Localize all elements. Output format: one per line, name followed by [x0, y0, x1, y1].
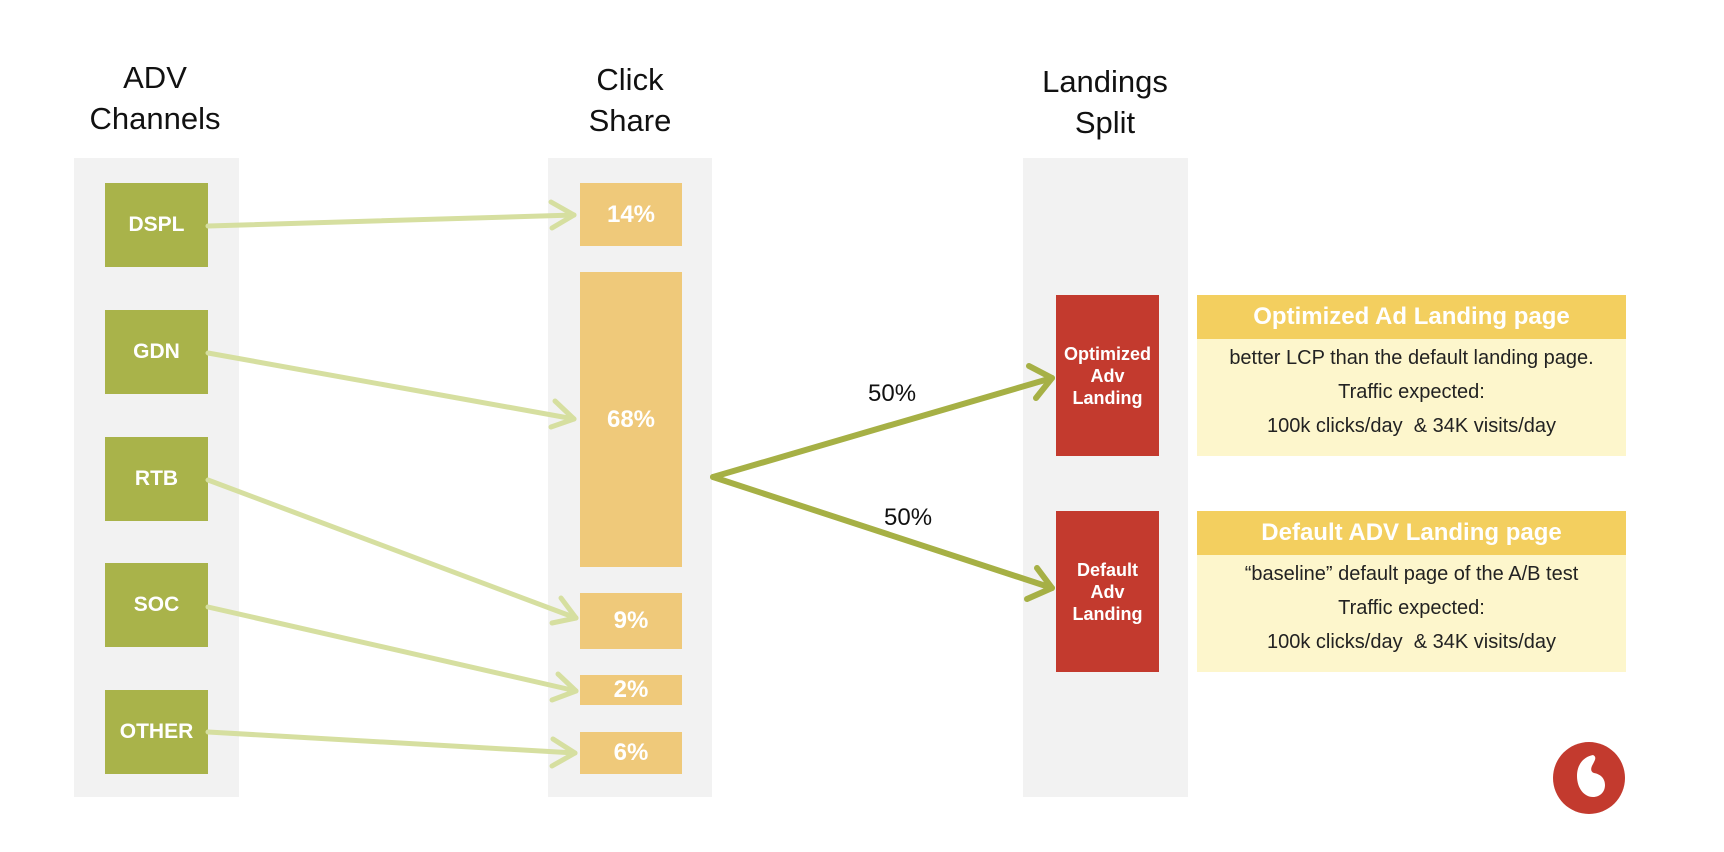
split-pct-optimized: 50% [868, 380, 917, 407]
card-optimized-line2: Traffic expected: [1338, 381, 1485, 403]
channel-gdn: GDN [105, 310, 208, 394]
landing-default-line3: Landing [1072, 603, 1143, 624]
card-default-line3: 100k clicks/day & 34K visits/day [1266, 631, 1556, 653]
card-default-line1: “baseline” default page of the A/B test [1244, 563, 1579, 585]
card-optimized-body: better LCP than the default landing page… [1197, 339, 1626, 443]
card-optimized-line3: 100k clicks/day & 34K visits/day [1266, 415, 1556, 437]
share-rtb: 9% [580, 593, 682, 649]
title-click-share-line1: Click [596, 62, 664, 97]
arrow-split-to-optimized [710, 363, 1055, 480]
card-default-landing: Default ADV Landing page “baseline” defa… [1197, 511, 1626, 672]
arrow-dspl-to-share [205, 199, 577, 231]
card-optimized-landing: Optimized Ad Landing page better LCP tha… [1197, 295, 1626, 456]
share-other: 6% [580, 732, 682, 774]
title-landings-split: Landings Split [1020, 61, 1190, 143]
arrow-rtb-to-share [205, 477, 579, 626]
share-soc: 2% [580, 675, 682, 705]
arrow-soc-to-share [205, 604, 579, 703]
arrow-split-to-default [710, 474, 1055, 602]
vodafone-logo-icon [1553, 742, 1625, 814]
panel-landings-split [1023, 158, 1188, 797]
landing-default-adv: Default Adv Landing [1056, 511, 1159, 672]
card-default-title: Default ADV Landing page [1197, 511, 1626, 555]
channel-dspl: DSPL [105, 183, 208, 267]
landing-optimized-adv: Optimized Adv Landing [1056, 295, 1159, 456]
title-click-share: Click Share [545, 59, 715, 141]
landing-default-line2: Adv [1090, 581, 1125, 602]
channel-soc: SOC [105, 563, 208, 647]
title-landings-split-line2: Split [1074, 105, 1136, 140]
card-optimized-line1: better LCP than the default landing page… [1229, 347, 1594, 369]
channel-other: OTHER [105, 690, 208, 774]
title-click-share-line2: Share [588, 103, 672, 138]
arrow-gdn-to-share [205, 350, 577, 430]
landing-optimized-line2: Adv [1090, 365, 1125, 386]
title-adv-channels-line2: Channels [89, 101, 221, 136]
split-pct-default: 50% [884, 504, 933, 531]
card-optimized-title: Optimized Ad Landing page [1197, 295, 1626, 339]
card-default-body: “baseline” default page of the A/B test … [1197, 555, 1626, 659]
title-adv-channels: ADV Channels [70, 57, 240, 139]
card-default-line2: Traffic expected: [1338, 597, 1485, 619]
title-adv-channels-line1: ADV [123, 60, 187, 95]
landing-optimized-line3: Landing [1072, 387, 1143, 408]
landing-default-line1: Default [1076, 559, 1138, 580]
channel-rtb: RTB [105, 437, 208, 521]
share-gdn: 68% [580, 272, 682, 567]
share-dspl: 14% [580, 183, 682, 246]
arrow-other-to-share [205, 729, 578, 769]
landing-optimized-line1: Optimized [1063, 343, 1151, 364]
title-landings-split-line1: Landings [1042, 64, 1168, 99]
